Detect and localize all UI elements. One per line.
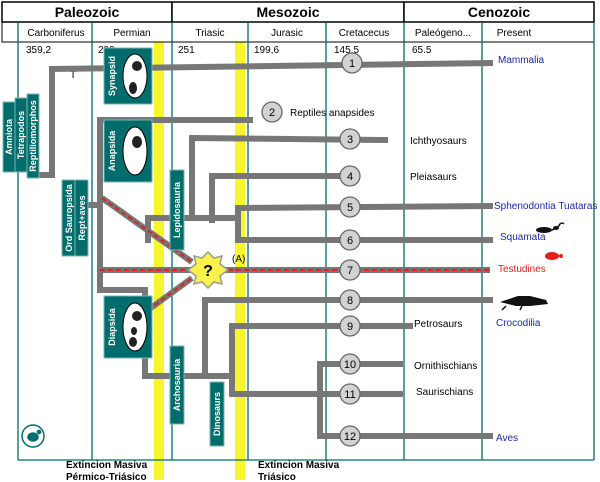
svg-text:11: 11 [344,389,355,401]
small-t-mark: T [70,70,76,81]
date-label: 199,6 [254,45,279,56]
stem-tags: Amniota Tetrapodos Reptiliomorphos Ord S… [2,93,225,447]
extinction-label-2b: Triásico [258,472,296,482]
extinction-bar-triassic [235,42,245,480]
node-numbers: 1 2 3 4 5 6 7 8 9 10 11 12 [269,58,356,443]
era-paleozoic: Paleozoic [55,4,120,20]
label-saurischians: Saurischians [416,387,473,398]
svg-text:Rept+aves: Rept+aves [77,195,87,240]
turtle-logo-icon [21,424,45,448]
label-pleiasaurs: Pleiasaurs [410,172,457,183]
svg-text:7: 7 [347,265,353,277]
svg-text:Lepidosauria: Lepidosauria [172,181,182,238]
node-6 [339,229,361,251]
tag-reptiliomorphos [26,93,40,179]
question-note: (A) [232,254,245,265]
label-aves: Aves [496,433,518,444]
svg-text:10: 10 [344,359,356,371]
tag-lepidosauria [169,169,185,251]
tag-dinosaurs [209,381,225,447]
node-circles [261,52,363,447]
label-petrosaurs: Petrosaurs [414,319,462,330]
svg-text:Ord Sauropsida: Ord Sauropsida [64,183,74,252]
node-5 [339,196,361,218]
label-sphenodontia: Sphenodontia Tuataras [494,201,597,212]
node-3 [339,128,361,150]
question-mark: ? [203,263,213,280]
svg-text:Reptiliomorphos: Reptiliomorphos [28,100,38,172]
date-label: 359,2 [26,45,51,56]
period-permian: Permian [113,28,150,39]
era-mesozoic: Mesozoic [256,4,319,20]
tag-archosauria [169,345,185,425]
period-paleogeno: Paleógeno... [415,28,471,39]
node-11 [339,383,361,405]
turtle-icon [545,252,563,260]
label-ornithischians: Ornithischians [414,361,477,372]
svg-text:3: 3 [347,134,353,146]
node-labels: Mammalia Reptiles anapsides Ichthyosaurs… [290,55,597,444]
svg-text:Dinosaurs: Dinosaurs [212,392,222,436]
svg-text:Diapsida: Diapsida [107,307,117,346]
testudines-hypothesis-lines [100,195,490,313]
node-2 [261,101,283,123]
period-triasic: Triasic [195,28,224,39]
label-testudines: Testudines [498,264,546,275]
extinction-bar-permian-triassic [154,42,164,480]
svg-text:5: 5 [347,202,353,214]
svg-text:9: 9 [347,321,353,333]
svg-text:2: 2 [269,107,275,119]
extinction-label-1a: Extincion Masiva [66,460,148,471]
date-label: 251 [178,45,195,56]
svg-text:Tetrapodos: Tetrapodos [16,111,26,159]
date-label: 65.5 [412,45,432,56]
skull-boxes: Synapsid Anapsida Diapsida [103,47,153,359]
era-cenozoic: Cenozoic [468,4,530,20]
node-10 [339,353,361,375]
label-anapsides: Reptiles anapsides [290,108,375,119]
node-7 [339,259,361,281]
svg-text:8: 8 [347,295,353,307]
era-header [1,1,595,23]
svg-text:Amniota: Amniota [4,118,14,155]
svg-text:Anapsida: Anapsida [107,130,117,172]
svg-text:Synapsid: Synapsid [107,56,117,96]
label-mammalia: Mammalia [498,55,545,66]
question-star [186,250,230,290]
label-squamata: Squamata [500,232,546,243]
crocodile-icon [500,296,548,311]
period-cretacecus: Cretacecus [339,28,390,39]
period-jurasic: Jurasic [271,28,303,39]
svg-text:6: 6 [347,235,353,247]
period-carboniferus: Carboniferus [27,28,84,39]
period-present: Present [497,28,532,39]
node-4 [339,165,361,187]
tag-rept-aves [74,179,89,257]
branches [27,59,494,439]
svg-text:12: 12 [344,431,356,443]
node-9 [339,315,361,337]
extinction-label-1b: Pérmico-Triásico [66,472,147,482]
label-crocodilia: Crocodilia [496,318,541,329]
node-8 [339,289,361,311]
label-ichthyosaurs: Ichthyosaurs [410,136,467,147]
lizard-icon [536,222,565,233]
date-label: 145,5 [334,45,359,56]
svg-text:4: 4 [347,171,353,183]
svg-text:Archosauria: Archosauria [172,358,182,412]
extinction-label-2a: Extincion Masiva [258,460,340,471]
svg-text:1: 1 [349,58,355,70]
node-1 [341,52,363,74]
node-12 [339,425,361,447]
